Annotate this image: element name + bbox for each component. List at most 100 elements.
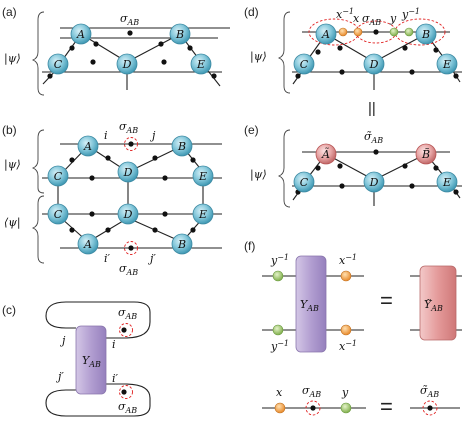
singular-value-dot xyxy=(315,165,321,171)
svg-text:D: D xyxy=(123,208,133,221)
panel-b-ket: |ψ⟩ xyxy=(4,158,21,172)
node-E: E xyxy=(192,203,214,225)
panel-d-ket: |ψ⟩ xyxy=(250,50,267,64)
singular-value-dot xyxy=(409,69,415,75)
svg-text:B: B xyxy=(421,28,430,41)
y-matrix xyxy=(340,402,352,414)
singular-value-dot xyxy=(152,155,158,161)
panel-b: (b) |ψ⟩ ⟨ψ| i j σAB A B C D E xyxy=(2,120,222,277)
node-D: D xyxy=(116,53,138,75)
svg-text:D: D xyxy=(123,166,133,179)
node-E: E xyxy=(190,53,212,75)
panel-b-bra: ⟨ψ| xyxy=(4,216,21,230)
index-j: j xyxy=(149,129,156,142)
upsilon-tensor xyxy=(295,255,327,353)
index-i-prime: i′ xyxy=(112,372,119,385)
sigma-label: σAB xyxy=(302,384,321,399)
node-B: B xyxy=(171,135,193,157)
singular-value-dot xyxy=(402,163,408,169)
singular-value-dot xyxy=(337,163,343,169)
singular-value-dot xyxy=(190,227,196,233)
upper-loop xyxy=(45,301,151,329)
x-inverse-label: x−1 xyxy=(339,253,357,267)
node-B: B xyxy=(171,233,193,255)
panel-e-label: (e) xyxy=(244,123,259,137)
sigma-label-bottom: σAB xyxy=(118,400,137,415)
y-inverse-matrix xyxy=(272,324,284,336)
panel-e-bracket xyxy=(277,129,291,208)
panel-d-label: (d) xyxy=(244,5,259,19)
sigma-label-top: σAB xyxy=(118,306,137,321)
panel-a-ket: |ψ⟩ xyxy=(4,52,21,66)
y-inverse-label: y−1 xyxy=(401,7,420,21)
index-j: j xyxy=(59,334,66,347)
node-D: D xyxy=(363,171,385,193)
node-A: A xyxy=(70,23,92,45)
svg-text:B̃: B̃ xyxy=(421,148,430,161)
upsilon-tilde-label: Υ̃AB xyxy=(424,298,443,313)
svg-text:E: E xyxy=(198,208,207,221)
singular-value-dot xyxy=(433,47,439,53)
y-matrix xyxy=(389,27,399,37)
node-C: C xyxy=(47,165,69,187)
equals-sign: = xyxy=(380,288,393,313)
dashed-highlight xyxy=(119,323,133,337)
svg-text:E: E xyxy=(442,58,451,71)
node-A: A xyxy=(77,233,99,255)
svg-text:A: A xyxy=(83,140,92,153)
singular-value-dot xyxy=(121,327,127,333)
svg-text:A: A xyxy=(83,238,92,251)
dashed-highlight xyxy=(119,385,133,399)
svg-text:C: C xyxy=(300,58,309,71)
node-D: D xyxy=(363,53,385,75)
sigma-label-bottom: σAB xyxy=(119,262,138,277)
panel-c: (c) ΥAB j i j′ i′ σAB σAB xyxy=(2,301,151,417)
panel-f: (f) y−1 x−1 y−1 x−1 ΥAB = Υ̃AB x σAB y =… xyxy=(244,239,462,419)
index-i: i xyxy=(104,129,108,142)
svg-text:C: C xyxy=(54,58,63,71)
svg-text:B: B xyxy=(175,28,184,41)
upsilon-tensor xyxy=(75,325,107,395)
singular-value-dot xyxy=(128,141,134,147)
singular-value-dot xyxy=(453,189,459,195)
singular-value-dot xyxy=(47,73,53,79)
singular-value-dot xyxy=(89,175,95,181)
x-inverse-matrix xyxy=(340,270,352,282)
svg-text:D: D xyxy=(369,176,379,189)
svg-text:B: B xyxy=(177,140,186,153)
bond xyxy=(124,321,151,339)
x-inverse-label: x−1 xyxy=(339,339,357,353)
singular-value-dot xyxy=(69,227,75,233)
y-label: y xyxy=(341,386,349,399)
lower-loop xyxy=(45,389,151,417)
panel-d-bracket xyxy=(277,11,291,94)
singular-value-dot xyxy=(162,175,168,181)
panel-b-label: (b) xyxy=(2,123,17,137)
singular-value-dot xyxy=(161,59,167,65)
dashed-highlight xyxy=(305,400,321,416)
singular-value-dot xyxy=(152,227,158,233)
node-D: D xyxy=(117,161,139,183)
svg-text:Ã: Ã xyxy=(321,147,330,161)
singular-value-dot xyxy=(128,245,134,251)
singular-value-dot xyxy=(93,41,99,47)
svg-text:E: E xyxy=(196,58,205,71)
singular-value-dot xyxy=(295,73,301,79)
singular-value-dot xyxy=(373,149,379,155)
y-inverse-label: y−1 xyxy=(270,253,289,267)
dashed-highlight xyxy=(422,400,438,416)
y-inverse-matrix xyxy=(272,270,284,282)
upsilon-label: ΥAB xyxy=(300,298,319,313)
sigma-label: σAB xyxy=(362,12,381,27)
node-C: C xyxy=(47,53,69,75)
singular-value-dot xyxy=(121,389,127,395)
node-A: A xyxy=(315,23,337,45)
singular-value-dot xyxy=(310,405,316,411)
singular-value-dot xyxy=(190,157,196,163)
upsilon-tilde-tensor xyxy=(419,265,457,341)
singular-value-dot xyxy=(105,227,111,233)
svg-text:D: D xyxy=(369,58,379,71)
panel-a: (a) |ψ⟩ A B C D E σAB xyxy=(2,5,230,96)
singular-value-dot xyxy=(339,183,345,189)
